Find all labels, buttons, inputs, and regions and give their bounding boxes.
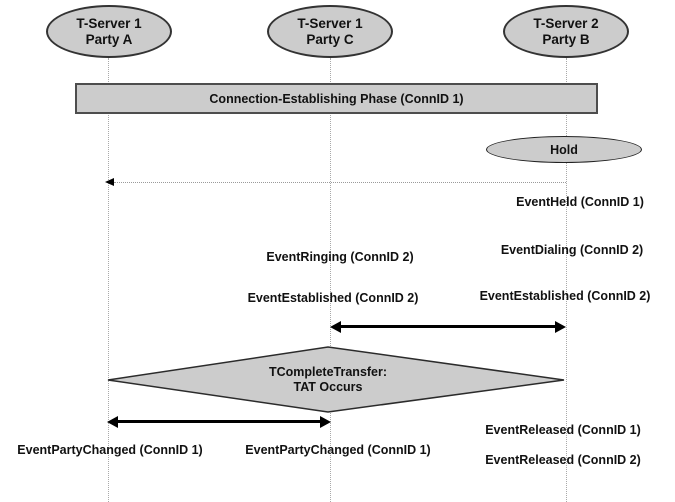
label-event-released-conn1: EventReleased (ConnID 1) bbox=[485, 423, 641, 437]
actor-tserver2-party-b: T-Server 2 Party B bbox=[503, 5, 629, 58]
label-event-released-conn2: EventReleased (ConnID 2) bbox=[485, 453, 641, 467]
actor-tserver1-party-c: T-Server 1 Party C bbox=[267, 5, 393, 58]
party-changed-arrow bbox=[107, 415, 331, 428]
transfer-diamond-line1: TCompleteTransfer: bbox=[268, 365, 388, 379]
actor-line1: T-Server 1 bbox=[297, 15, 363, 31]
hold-label: Hold bbox=[550, 142, 578, 157]
label-event-established-party-b: EventEstablished (ConnID 2) bbox=[479, 289, 651, 303]
label-event-party-changed-a: EventPartyChanged (ConnID 1) bbox=[17, 443, 203, 457]
actor-line2: Party B bbox=[542, 31, 590, 47]
transfer-diamond-label: TCompleteTransfer: TAT Occurs bbox=[269, 365, 387, 395]
actor-line1: T-Server 1 bbox=[76, 15, 142, 31]
connection-establishing-phase-bar: Connection-Establishing Phase (ConnID 1) bbox=[75, 83, 598, 114]
actor-tserver1-party-a: T-Server 1 Party A bbox=[46, 5, 172, 58]
hold-state-ellipse: Hold bbox=[486, 136, 642, 163]
held-notification-arrow bbox=[105, 178, 566, 186]
label-event-ringing: EventRinging (ConnID 2) bbox=[266, 250, 414, 264]
label-event-held: EventHeld (ConnID 1) bbox=[516, 195, 644, 209]
actor-line2: Party C bbox=[306, 31, 354, 47]
label-event-dialing: EventDialing (ConnID 2) bbox=[500, 243, 644, 257]
established-connection-arrow bbox=[330, 320, 566, 333]
lifeline-party-a bbox=[108, 58, 109, 502]
label-event-party-changed-c: EventPartyChanged (ConnID 1) bbox=[245, 443, 431, 457]
lifeline-party-c bbox=[330, 58, 331, 502]
lifeline-party-b bbox=[566, 58, 567, 502]
transfer-diamond-shape bbox=[107, 346, 565, 413]
transfer-diamond-line2: TAT Occurs bbox=[293, 380, 363, 394]
actor-line1: T-Server 2 bbox=[533, 15, 599, 31]
label-event-established-party-c: EventEstablished (ConnID 2) bbox=[247, 291, 419, 305]
phase-bar-label: Connection-Establishing Phase (ConnID 1) bbox=[209, 91, 464, 106]
actor-line2: Party A bbox=[85, 31, 133, 47]
